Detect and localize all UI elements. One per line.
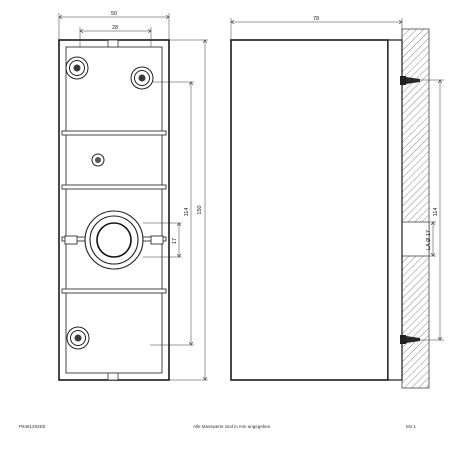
dim-hole-diameter: 17 [172, 238, 178, 244]
housing-side [230, 39, 389, 381]
dim-side-height-inner: 114 [433, 208, 439, 217]
mounting-boss-top-left [65, 56, 89, 80]
scale-label: M1:1 [406, 424, 417, 429]
screw-top [400, 76, 420, 85]
rail [61, 184, 167, 190]
rear-lip [387, 39, 403, 381]
doc-number: P5481292EE [19, 424, 46, 429]
rail [61, 130, 167, 136]
dim-top [59, 13, 169, 47]
dim-entry-label: LA Ø 17 [426, 230, 432, 250]
dim-depth [231, 18, 402, 40]
dim-depth-value: 78 [313, 16, 319, 22]
rail [61, 288, 167, 294]
mounting-boss-bottom-left [66, 326, 90, 350]
bottom-notch [107, 372, 119, 381]
mounting-boss-top-right [130, 66, 154, 90]
wall-opening [401, 221, 430, 257]
housing-outer [58, 39, 170, 381]
top-notch [107, 39, 119, 48]
front-view: 50 28 150 114 17 [58, 11, 208, 381]
cable-entry [64, 210, 164, 270]
dim-right [143, 40, 208, 380]
dim-width-overall: 50 [111, 11, 117, 17]
units-note: Alle Masswerte sind in mm angegeben. [193, 424, 272, 429]
dim-height-inner: 114 [184, 208, 190, 217]
side-view: 78 114 LA Ø 17 [230, 16, 444, 389]
dim-width-inner: 28 [112, 25, 118, 31]
dim-height-overall: 150 [197, 205, 203, 214]
wall [401, 28, 430, 389]
small-boss [91, 153, 105, 167]
dim-side-right [420, 80, 444, 340]
screw-bottom [400, 335, 420, 344]
